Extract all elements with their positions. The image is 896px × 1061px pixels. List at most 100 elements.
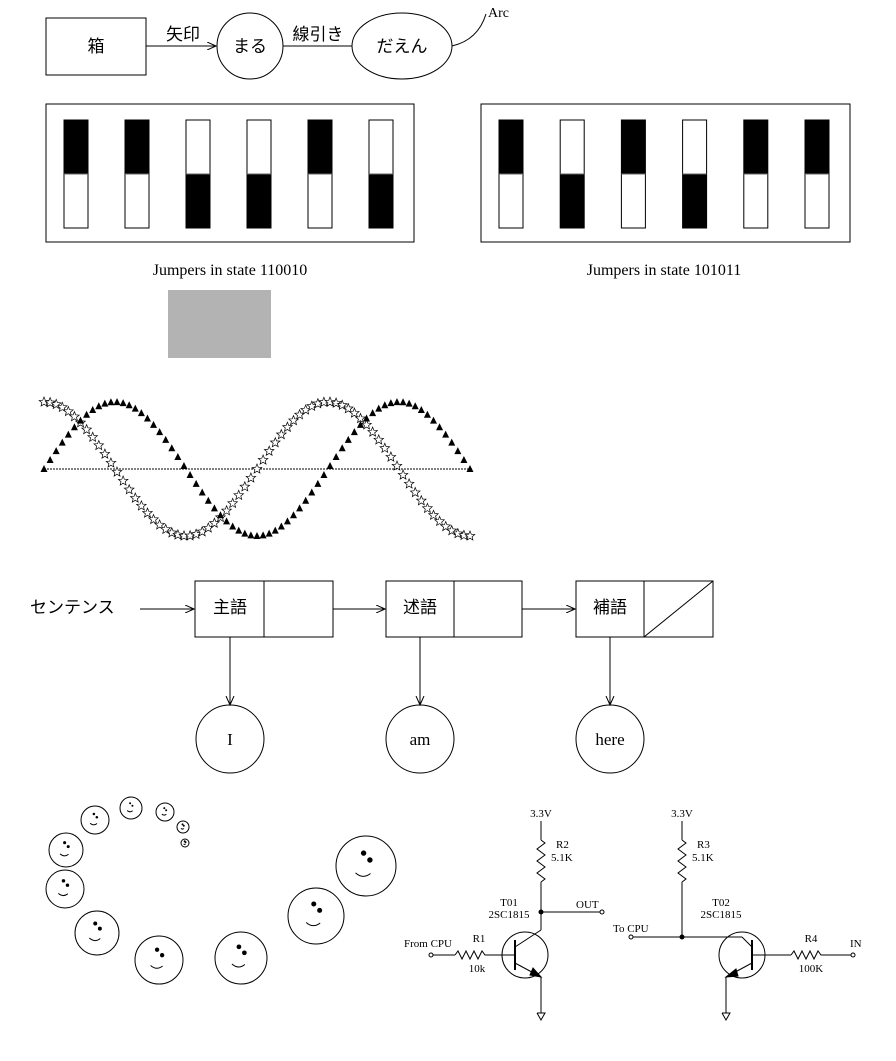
smiley-face	[45, 869, 85, 909]
wave-point	[283, 517, 291, 525]
wave-point	[107, 398, 115, 406]
wave-point	[466, 465, 474, 472]
wave-point	[375, 404, 383, 412]
wave-point	[56, 401, 68, 413]
wave-point	[446, 524, 458, 536]
wave-point	[344, 435, 352, 443]
ground-symbol	[721, 1012, 731, 1022]
resistor-value: 5.1K	[692, 852, 714, 864]
wave-point	[129, 492, 141, 503]
wave-point	[263, 445, 275, 456]
wave-point	[46, 456, 54, 464]
wave-point	[38, 396, 50, 407]
smiley-face	[80, 805, 110, 835]
wave-point	[241, 529, 249, 537]
wave-point	[52, 447, 60, 455]
wave-point	[95, 402, 103, 410]
jumper-off	[185, 119, 211, 229]
wave-point	[44, 396, 56, 408]
ground-symbol	[536, 1012, 546, 1022]
jumper-off	[559, 119, 585, 229]
wave-point	[168, 444, 176, 452]
wave-point	[216, 511, 224, 519]
wave-point	[166, 526, 178, 538]
wave-point	[411, 402, 419, 410]
wave-point	[229, 522, 237, 530]
jumper-off	[682, 119, 708, 229]
wave-point	[296, 504, 304, 512]
input-label: IN	[850, 938, 862, 950]
wave-point	[320, 471, 328, 479]
wave-point	[356, 420, 364, 428]
jumper-caption: Jumpers in state 110010	[153, 262, 308, 279]
wave-point	[405, 399, 413, 407]
resistor-symbol	[454, 949, 491, 961]
gray-box	[168, 290, 271, 358]
wave-point	[208, 517, 221, 528]
wave-point	[452, 527, 464, 539]
wave-point	[89, 406, 97, 414]
sentence-label: センテンス	[30, 598, 115, 618]
wave-point	[259, 531, 267, 539]
wave-point	[101, 399, 109, 407]
wave-point	[415, 494, 428, 506]
smiley-face	[74, 910, 120, 956]
wave-point	[83, 410, 91, 418]
wave-point	[350, 428, 358, 436]
wave-point	[186, 471, 194, 479]
jumper-block-2: Jumpers in state 101011	[480, 103, 851, 279]
wave-point	[125, 401, 133, 409]
resistor-value: 100K	[799, 963, 824, 975]
wave-point	[58, 438, 66, 446]
wave-point	[421, 502, 434, 514]
wave-plot	[38, 396, 476, 541]
box-label: 箱	[88, 37, 105, 57]
wave-point	[302, 496, 310, 504]
wave-point	[399, 398, 407, 406]
wave-point	[336, 399, 348, 411]
wave-point	[440, 520, 452, 532]
wave-point	[223, 517, 231, 525]
resistor-symbol	[677, 839, 687, 883]
transistor-part: 2SC1815	[489, 909, 530, 921]
wave-point	[308, 488, 316, 496]
wave-point	[93, 439, 105, 451]
output-label: OUT	[576, 899, 599, 911]
node-value: am	[410, 730, 431, 749]
smiley-face	[335, 835, 397, 897]
wave-point	[40, 465, 48, 472]
jumper-on	[620, 119, 646, 229]
smiley-face	[119, 796, 143, 820]
jumper-frame	[480, 103, 851, 243]
wave-point	[119, 399, 127, 407]
jumper-caption: Jumpers in state 101011	[587, 262, 742, 279]
wave-point	[348, 407, 360, 418]
wave-point	[429, 416, 437, 424]
wave-point	[281, 421, 294, 433]
wave-point	[373, 433, 385, 445]
node-subject: 主語 I	[194, 580, 334, 774]
resistor-symbol	[790, 949, 851, 961]
node-word: 補語	[593, 598, 627, 618]
jumper-on	[307, 119, 333, 229]
wave-point	[381, 401, 389, 409]
line-label: 線引き	[293, 25, 344, 45]
arrow-label: 矢印	[166, 25, 200, 45]
wave-point	[354, 412, 367, 424]
wave-point	[239, 480, 251, 492]
wave-point	[338, 444, 346, 452]
wave-point	[113, 398, 121, 406]
node-word: 主語	[213, 598, 247, 618]
value-circle	[195, 704, 265, 774]
wave-point	[277, 522, 285, 530]
jumper-frame	[45, 103, 415, 243]
value-circle	[575, 704, 645, 774]
wave-point	[464, 530, 476, 541]
smiley-face	[180, 838, 190, 848]
supply-label: 3.3V	[530, 808, 552, 820]
wave-point	[70, 423, 78, 431]
wave-point	[293, 408, 306, 420]
jumper-block-1: Jumpers in state 110010	[45, 103, 415, 279]
wave-point	[454, 447, 462, 455]
